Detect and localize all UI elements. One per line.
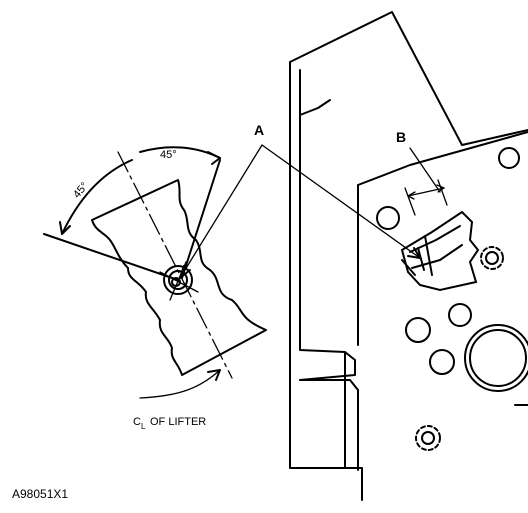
- callout-a-label: A: [254, 122, 264, 138]
- angle-arc: [59, 146, 221, 235]
- centerline-leader: [139, 369, 221, 399]
- engine-block: [289, 11, 528, 501]
- block-bores: [376, 147, 528, 451]
- centerline-text: OF LIFTER: [150, 416, 206, 428]
- centerline-symbol: C: [133, 416, 141, 428]
- lifter-guide: [400, 210, 480, 292]
- dimension-b: [404, 147, 448, 216]
- callout-b-label: B: [396, 129, 406, 145]
- angle-label-upper: 45°: [160, 149, 177, 161]
- angle-label-left: 45°: [71, 180, 91, 200]
- lifter-section: [43, 151, 267, 379]
- centerline-subscript: L: [141, 422, 146, 431]
- figure-reference: A98051X1: [12, 487, 68, 501]
- callout-a-leaders: [179, 144, 421, 279]
